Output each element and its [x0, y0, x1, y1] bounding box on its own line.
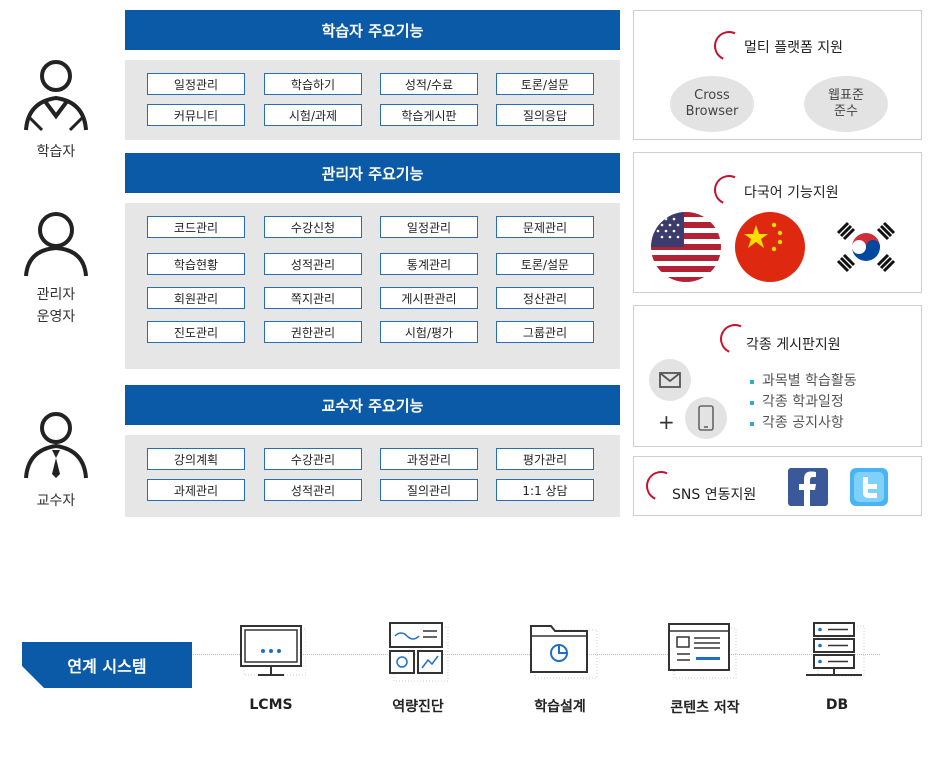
- learner-feature-button[interactable]: 시험/과제: [264, 104, 362, 126]
- professor-section-title: 교수자 주요기능: [125, 385, 620, 425]
- professor-feature-button[interactable]: 수강관리: [264, 448, 362, 470]
- admin-label-line1: 관리자: [36, 287, 76, 303]
- sns-title: SNS 연동지원: [672, 487, 757, 503]
- admin-feature-button[interactable]: 권한관리: [264, 321, 362, 343]
- dashboard-icon: [389, 622, 449, 686]
- list-item: 각종 공지사항: [750, 413, 857, 434]
- twitter-icon[interactable]: [850, 468, 888, 510]
- web-standard-badge: 웹표준 준수: [804, 76, 888, 132]
- system-competency: 역량진단: [392, 699, 444, 715]
- learner-feature-button[interactable]: 성적/수료: [380, 73, 478, 95]
- admin-feature-button[interactable]: 문제관리: [496, 216, 594, 238]
- professor-section-title-text: 교수자 주요기능: [321, 396, 424, 415]
- admin-feature-button[interactable]: 그룹관리: [496, 321, 594, 343]
- folder-icon: [529, 622, 599, 686]
- learner-section-title-text: 학습자 주요기능: [321, 21, 424, 40]
- admin-feature-button[interactable]: 회원관리: [147, 287, 245, 309]
- document-editor-icon: [668, 622, 738, 684]
- admin-feature-button[interactable]: 통계관리: [380, 253, 478, 275]
- professor-section-body: 강의계획 수강관리 과정관리 평가관리 과제관리 성적관리 질의관리 1:1 상…: [125, 435, 620, 517]
- professor-feature-button[interactable]: 질의관리: [380, 479, 478, 501]
- linked-systems-label-text: 연계 시스템: [67, 657, 147, 676]
- facebook-icon[interactable]: [788, 468, 828, 510]
- plus-sign: +: [658, 410, 675, 434]
- monitor-icon: [240, 624, 307, 688]
- multiplatform-title: 멀티 플랫폼 지원: [744, 40, 844, 56]
- linked-systems-label: 연계 시스템: [22, 642, 192, 692]
- database-server-icon: [806, 622, 868, 686]
- admin-feature-button[interactable]: 정산관리: [496, 287, 594, 309]
- learner-section-title: 학습자 주요기능: [125, 10, 620, 50]
- admin-feature-button[interactable]: 성적관리: [264, 253, 362, 275]
- learner-label: 학습자: [36, 144, 76, 160]
- china-flag-icon: [734, 211, 806, 287]
- web-standard-line1: 웹표준: [828, 88, 864, 103]
- system-design: 학습설계: [534, 699, 586, 715]
- admin-feature-button[interactable]: 진도관리: [147, 321, 245, 343]
- bullet-text: 각종 공지사항: [762, 415, 844, 431]
- learner-feature-button[interactable]: 토론/설문: [496, 73, 594, 95]
- multilang-panel: 다국어 기능지원: [633, 152, 922, 293]
- sns-panel: SNS 연동지원: [633, 456, 922, 516]
- admin-person-icon: [22, 210, 90, 284]
- admin-feature-button[interactable]: 토론/설문: [496, 253, 594, 275]
- bullet-text: 과목별 학습활동: [762, 373, 857, 389]
- admin-section-title: 관리자 주요기능: [125, 153, 620, 193]
- professor-feature-button[interactable]: 1:1 상담: [496, 479, 594, 501]
- list-item: 각종 학과일정: [750, 392, 857, 413]
- bullet-icon: [750, 421, 754, 426]
- system-lcms: LCMS: [249, 697, 293, 713]
- learner-feature-button[interactable]: 학습게시판: [380, 104, 478, 126]
- boards-bullet-list: 과목별 학습활동 각종 학과일정 각종 공지사항: [750, 371, 857, 434]
- admin-feature-button[interactable]: 일정관리: [380, 216, 478, 238]
- multiplatform-panel: 멀티 플랫폼 지원 Cross Browser 웹표준 준수: [633, 10, 922, 140]
- role-label-learner: 학습자: [20, 141, 92, 163]
- cross-browser-line2: Browser: [685, 104, 739, 119]
- professor-person-icon: [22, 410, 90, 486]
- bullet-text: 각종 학과일정: [762, 394, 844, 410]
- learner-feature-button[interactable]: 질의응답: [496, 104, 594, 126]
- role-label-professor: 교수자: [20, 490, 92, 512]
- professor-feature-button[interactable]: 과제관리: [147, 479, 245, 501]
- admin-section-title-text: 관리자 주요기능: [321, 164, 424, 183]
- learner-person-icon: [22, 58, 90, 142]
- bullet-icon: [750, 379, 754, 384]
- mail-icon: [648, 358, 692, 406]
- professor-feature-button[interactable]: 과정관리: [380, 448, 478, 470]
- professor-feature-button[interactable]: 평가관리: [496, 448, 594, 470]
- learner-feature-button[interactable]: 학습하기: [264, 73, 362, 95]
- mobile-icon: [684, 396, 728, 444]
- admin-feature-button[interactable]: 게시판관리: [380, 287, 478, 309]
- learner-feature-button[interactable]: 일정관리: [147, 73, 245, 95]
- swirl-accent-icon: [709, 26, 749, 66]
- usa-flag-icon: [650, 211, 722, 287]
- web-standard-line2: 준수: [834, 104, 858, 119]
- boards-panel: 각종 게시판지원 + 과목별 학습활동 각종 학과일정 각종 공지사항: [633, 305, 922, 447]
- admin-section-body: 코드관리 수강신청 일정관리 문제관리 학습현황 성적관리 통계관리 토론/설문…: [125, 203, 620, 369]
- admin-feature-button[interactable]: 학습현황: [147, 253, 245, 275]
- bullet-icon: [750, 400, 754, 405]
- boards-title: 각종 게시판지원: [746, 337, 841, 353]
- role-label-admin: 관리자 운영자: [20, 284, 92, 328]
- admin-feature-button[interactable]: 쪽지관리: [264, 287, 362, 309]
- system-content-authoring: 콘텐츠 저작: [670, 700, 740, 716]
- admin-feature-button[interactable]: 코드관리: [147, 216, 245, 238]
- professor-feature-button[interactable]: 성적관리: [264, 479, 362, 501]
- admin-feature-button[interactable]: 수강신청: [264, 216, 362, 238]
- learner-section-body: 일정관리 학습하기 성적/수료 토론/설문 커뮤니티 시험/과제 학습게시판 질…: [125, 60, 620, 140]
- learner-feature-button[interactable]: 커뮤니티: [147, 104, 245, 126]
- professor-feature-button[interactable]: 강의계획: [147, 448, 245, 470]
- cross-browser-badge: Cross Browser: [670, 76, 754, 132]
- system-db: DB: [825, 697, 849, 713]
- korea-flag-icon: [830, 211, 902, 287]
- cross-browser-line1: Cross: [694, 88, 730, 103]
- admin-feature-button[interactable]: 시험/평가: [380, 321, 478, 343]
- list-item: 과목별 학습활동: [750, 371, 857, 392]
- professor-label: 교수자: [36, 493, 76, 509]
- multilang-title: 다국어 기능지원: [744, 185, 839, 201]
- swirl-accent-icon: [709, 170, 749, 210]
- admin-label-line2: 운영자: [36, 309, 76, 325]
